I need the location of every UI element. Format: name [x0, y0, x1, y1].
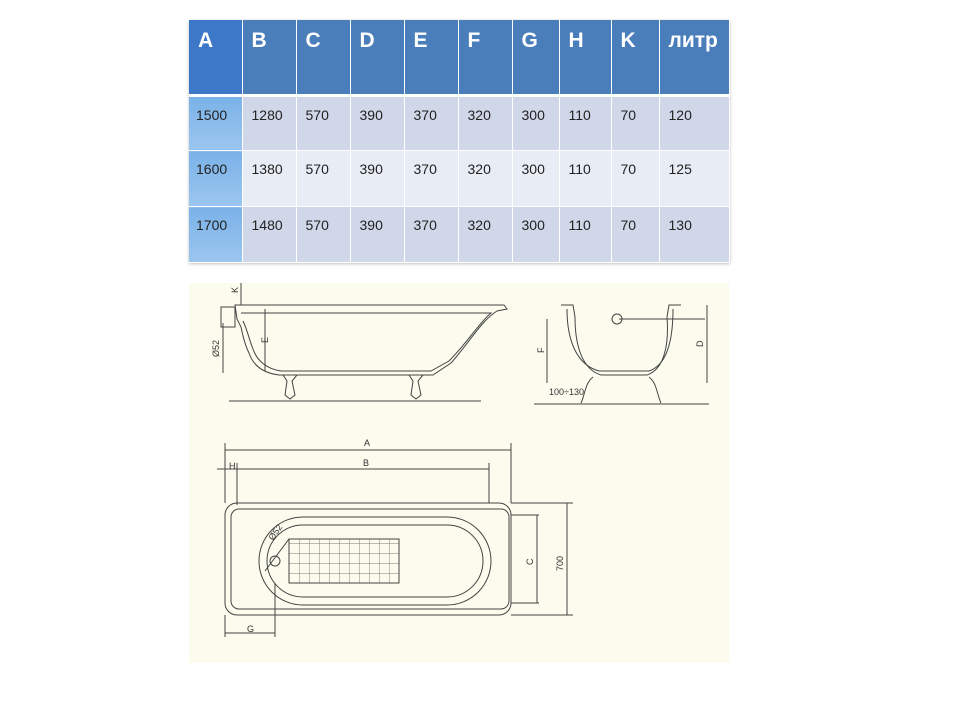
table-cell: 70: [611, 95, 660, 152]
tub-side-profile: [234, 304, 508, 376]
table-cell: 70: [611, 150, 660, 208]
table-cell: 570: [296, 206, 351, 263]
label-b: B: [363, 458, 369, 468]
tub-outer-rim: [224, 502, 512, 616]
table-cell: 300: [512, 150, 560, 208]
header-d: D: [350, 20, 405, 97]
rear-foot: [408, 374, 424, 400]
header-g: G: [512, 20, 560, 97]
table-cell: 390: [350, 206, 405, 263]
drain-top: [269, 555, 281, 567]
table-cell: 570: [296, 95, 351, 152]
tub-end-outer: [561, 304, 681, 376]
table-cell: 120: [659, 95, 730, 152]
header-a: A: [189, 20, 243, 97]
header-b: B: [242, 20, 297, 97]
basin-inner-outline: [266, 524, 484, 598]
table-cell: 300: [512, 95, 560, 152]
table-cell: 1480: [242, 206, 297, 263]
table-cell: 110: [559, 206, 612, 263]
label-700: 700: [555, 556, 565, 571]
label-c: C: [525, 558, 535, 565]
table-cell: 320: [458, 206, 513, 263]
table-cell: 570: [296, 150, 351, 208]
basin-outline: [258, 516, 492, 606]
header-h: H: [559, 20, 612, 97]
table-cell: 390: [350, 95, 405, 152]
end-view: [534, 304, 709, 405]
table-cell: 300: [512, 206, 560, 263]
table-cell: 130: [659, 206, 730, 263]
drain-leader: [264, 538, 290, 572]
table-cell: 370: [404, 150, 459, 208]
label-d: D: [695, 340, 705, 347]
table-cell: 1500: [189, 95, 243, 152]
tub-inner-rim: [230, 508, 510, 610]
bathtub-technical-drawing: K E Ø52 F D 100÷130: [189, 283, 729, 663]
table-cell: 370: [404, 206, 459, 263]
label-f: F: [536, 347, 546, 353]
drawing-canvas: K E Ø52 F D 100÷130: [211, 283, 709, 637]
table-cell: 110: [559, 95, 612, 152]
table-row: 1700 1480 570 390 370 320 300 110 70 130: [189, 206, 730, 263]
tub-end-inner: [566, 308, 674, 372]
label-k: K: [230, 287, 240, 293]
table-cell: 320: [458, 95, 513, 152]
table-cell: 1280: [242, 95, 297, 152]
table-cell: 390: [350, 150, 405, 208]
table-cell: 370: [404, 95, 459, 152]
front-foot: [282, 374, 298, 400]
label-h: H: [229, 461, 236, 471]
table-cell: 1700: [189, 206, 243, 263]
label-e: E: [260, 337, 270, 343]
end-feet: [580, 376, 662, 404]
label-g: G: [247, 624, 254, 634]
table-row: 1500 1280 570 390 370 320 300 110 70 120: [189, 95, 730, 152]
side-view: [220, 283, 508, 402]
top-view: [217, 443, 573, 637]
header-c: C: [296, 20, 351, 97]
header-e: E: [404, 20, 459, 97]
label-feet: 100÷130: [549, 387, 584, 397]
table-cell: 320: [458, 150, 513, 208]
header-volume: литр: [659, 20, 730, 97]
header-k: K: [611, 20, 660, 97]
dimensions-table: A B C D E F G H K литр 1500 1280 570 390…: [189, 20, 730, 263]
table-cell: 1600: [189, 150, 243, 208]
table-row: 1600 1380 570 390 370 320 300 110 70 125: [189, 150, 730, 208]
table-cell: 110: [559, 150, 612, 208]
label-diam-side: Ø52: [211, 340, 221, 357]
table-cell: 125: [659, 150, 730, 208]
table-header-row: A B C D E F G H K литр: [189, 20, 730, 97]
overflow-fitting: [220, 306, 236, 328]
tub-side-inner: [241, 312, 493, 372]
label-a: A: [364, 438, 370, 448]
header-f: F: [458, 20, 513, 97]
table-cell: 1380: [242, 150, 297, 208]
table-cell: 70: [611, 206, 660, 263]
anti-slip-grid: [288, 538, 400, 584]
